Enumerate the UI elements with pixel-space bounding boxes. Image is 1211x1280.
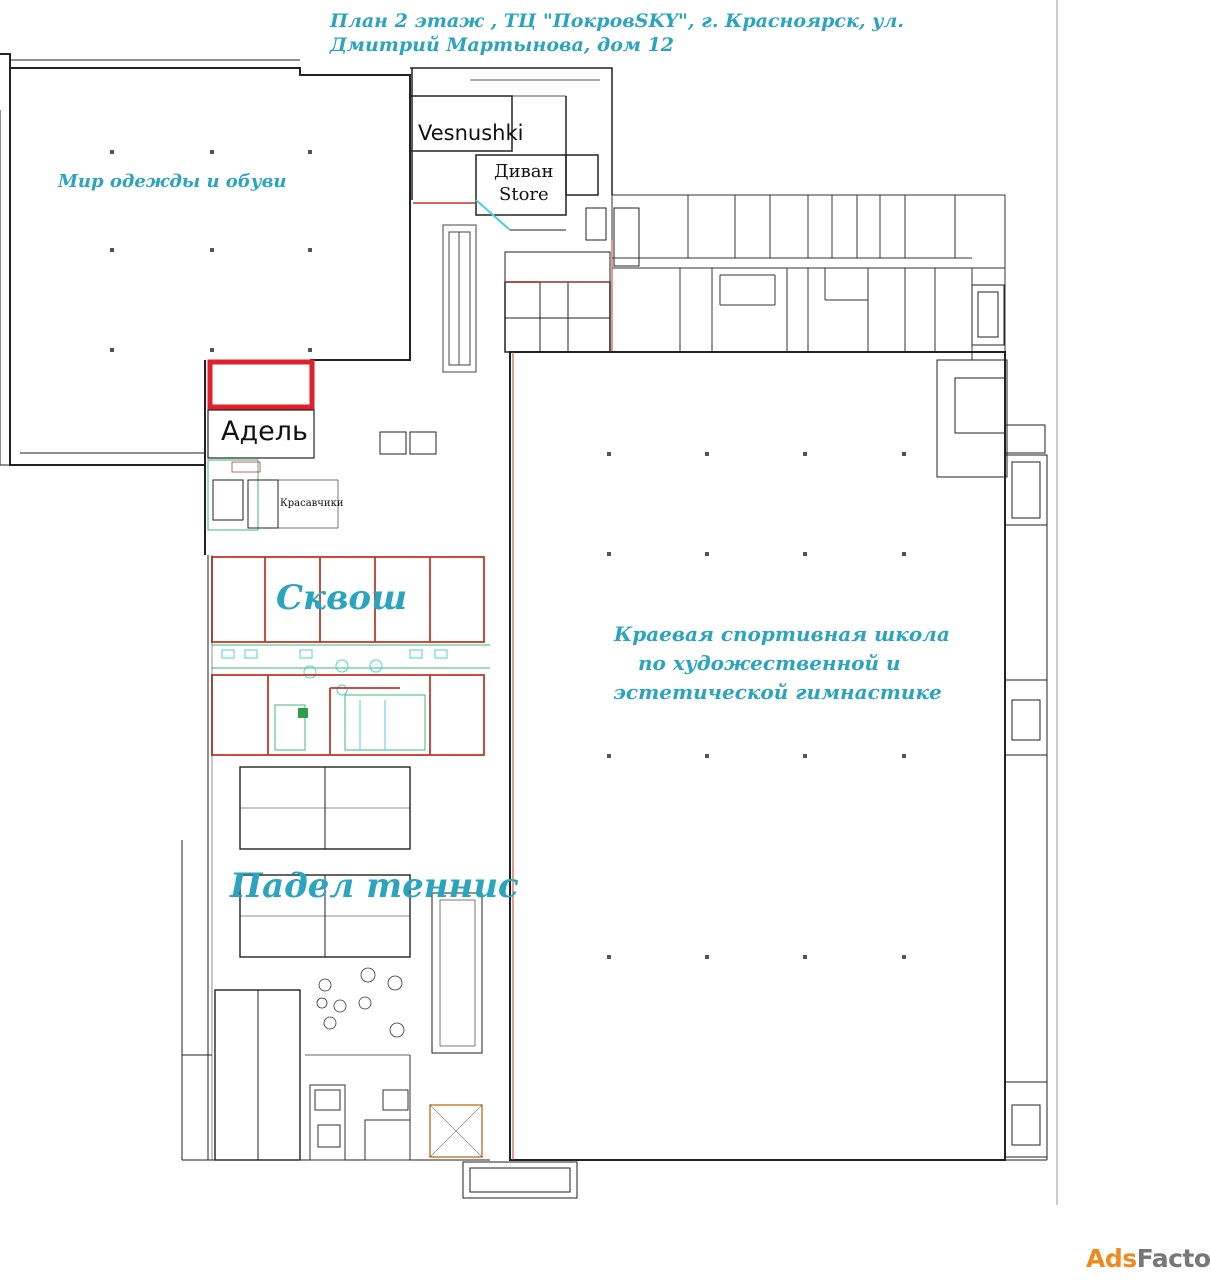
zone-squash-label: Сквош	[276, 578, 408, 618]
zone-school-label-line1: Краевая спортивная школа	[614, 622, 950, 646]
adsfactory-watermark: AdsFactory	[1086, 1244, 1211, 1273]
elevators	[379, 431, 437, 455]
utilities	[309, 1055, 411, 1161]
watermark-part1: Ads	[1086, 1244, 1137, 1273]
rooms-mid-inner	[274, 694, 426, 751]
plan-title-line1: План 2 этаж , ТЦ "ПокровSKY", г. Красноя…	[330, 10, 904, 32]
top-stores-block	[409, 67, 613, 216]
plan-title-line2: Дмитрий Мартынова, дом 12	[330, 34, 675, 56]
west-wall	[181, 555, 490, 1161]
clothing-hall	[0, 53, 411, 555]
escalator	[442, 224, 477, 373]
store-adel-label: Адель	[221, 416, 308, 447]
office-wing	[611, 194, 1006, 361]
zone-school-label-line2: по художественной и	[638, 651, 901, 675]
toilets	[504, 251, 611, 353]
rooms-mid	[211, 674, 485, 756]
store-divan-label-line2: Store	[499, 184, 549, 205]
padel-courts	[214, 766, 483, 1161]
store-divan-label-line1: Диван	[494, 161, 554, 182]
columns	[110, 150, 906, 959]
cafe-tables-top	[221, 649, 448, 696]
watermark-part2: Factory	[1136, 1244, 1211, 1273]
dining-area	[305, 967, 410, 1056]
gymnastics-hall	[509, 351, 1048, 1161]
adel-store	[207, 359, 315, 459]
store-krasavchiki-label: Красавчики	[280, 498, 344, 509]
zone-padel-label: Падел теннис	[230, 866, 519, 906]
store-vesnushki-label: Vesnushki	[418, 121, 524, 145]
zone-clothing-label: Мир одежды и обуви	[58, 171, 287, 192]
zone-school-label-line3: эстетической гимнастике	[613, 680, 942, 704]
stair-left	[207, 459, 339, 531]
